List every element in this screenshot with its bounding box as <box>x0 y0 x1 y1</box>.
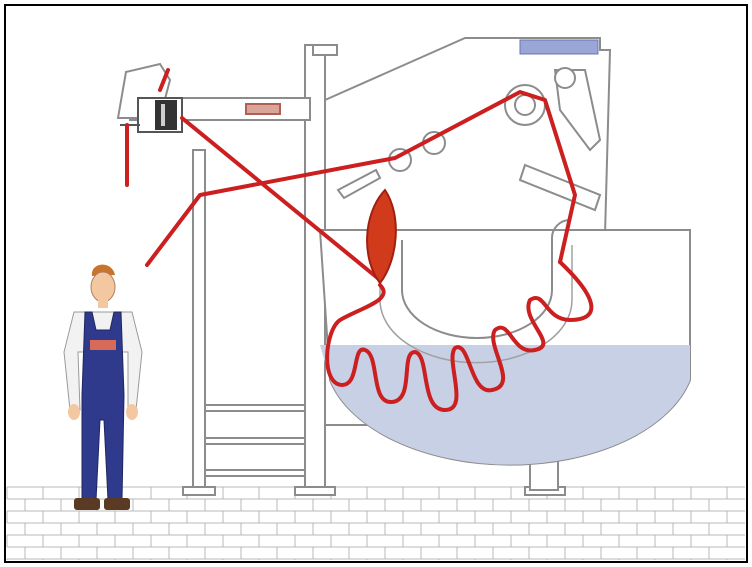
winch-reel-icon <box>505 85 545 125</box>
worker-figure-icon <box>64 265 142 510</box>
hood-window <box>520 40 598 54</box>
badge <box>90 340 116 350</box>
dye-liquor <box>320 345 692 465</box>
